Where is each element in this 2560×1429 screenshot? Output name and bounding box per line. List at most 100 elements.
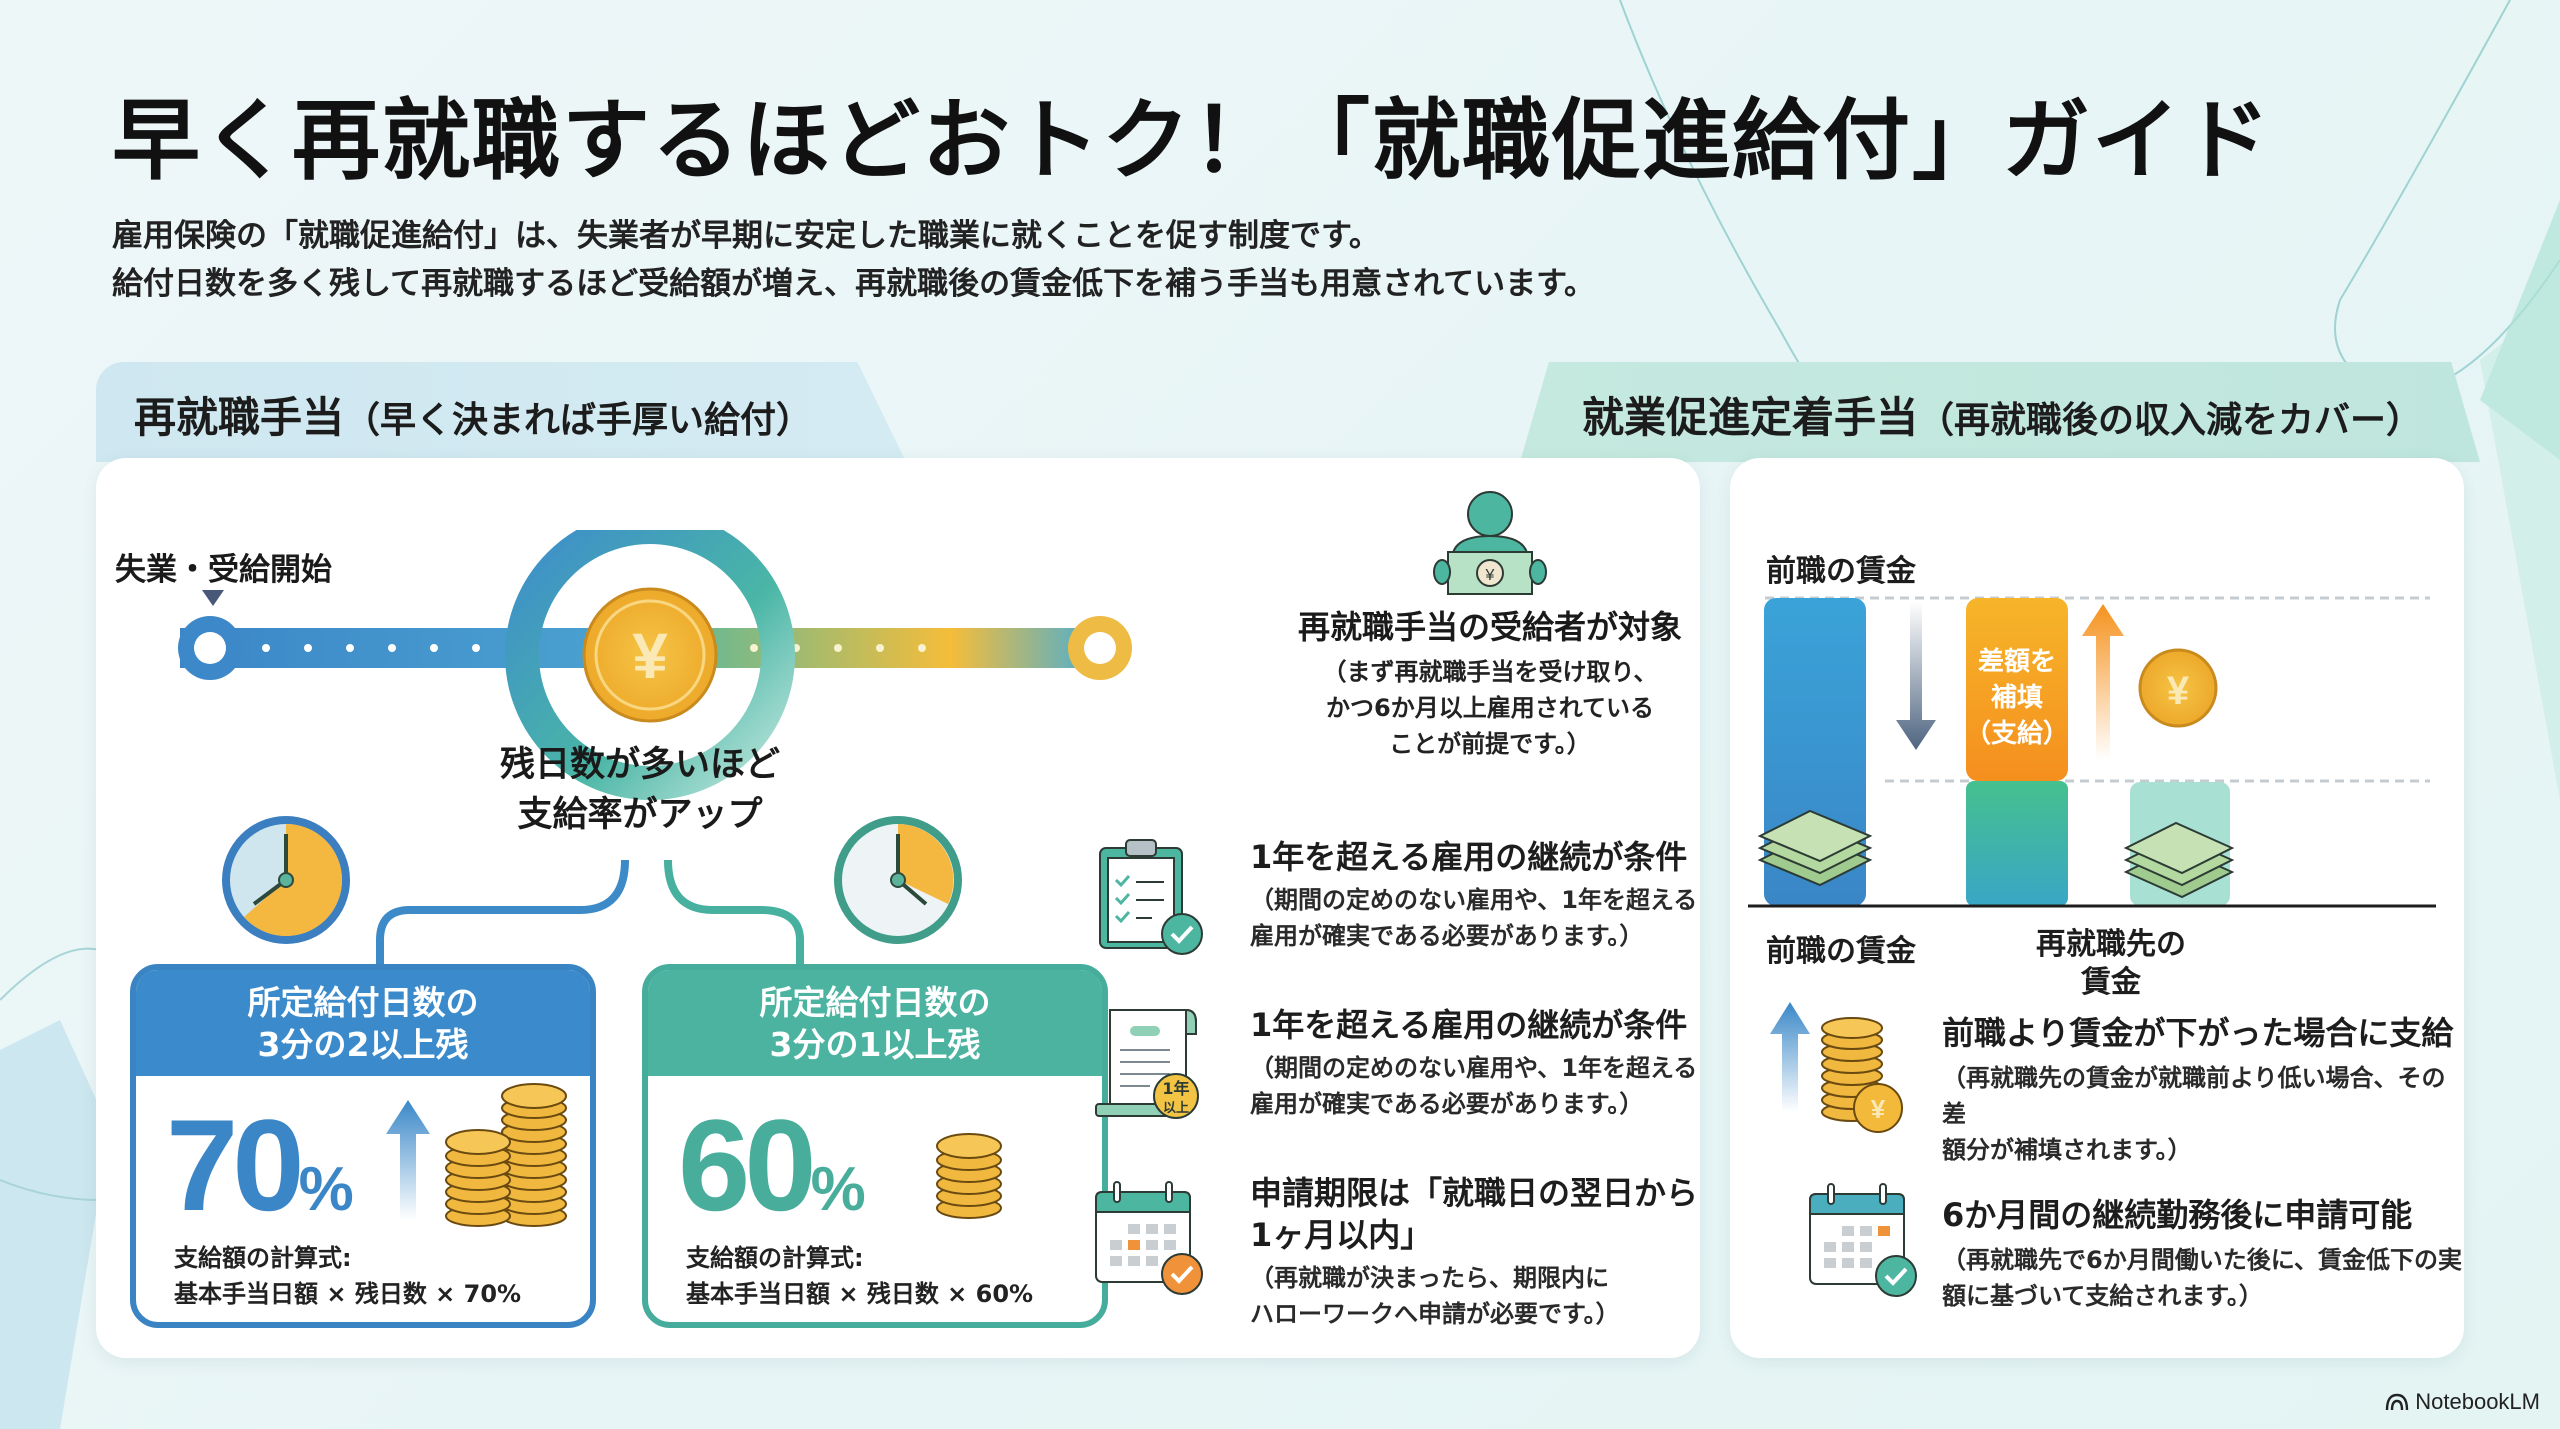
- desc-line-2: 額に基づいて支給されます。）: [1942, 1282, 2263, 1310]
- target-desc: （まず再就職手当を受け取り、 かつ6か月以上雇用されている ことが前提です。）: [1280, 654, 1700, 762]
- left-section-heading: 再就職手当（早く決まれば手厚い給付）: [134, 384, 812, 445]
- target-desc-line-2: かつ6か月以上雇用されている: [1326, 694, 1654, 722]
- target-desc-line-1: （まず再就職手当を受け取り、: [1322, 658, 1658, 686]
- condition-desc-line-2: 雇用が確実である必要があります。）: [1250, 922, 1644, 950]
- settlement-condition-desc: （再就職先の賃金が就職前より低い場合、その差 額分が補填されます。）: [1942, 1060, 2462, 1168]
- formula-text: 支給額の計算式: 基本手当日額 × 残日数 × 60%: [686, 1240, 1033, 1312]
- svg-text:差額を: 差額を: [1978, 646, 2056, 677]
- formula-value: 基本手当日額 × 残日数 × 60%: [686, 1280, 1034, 1308]
- settlement-condition-title: 前職より賃金が下がった場合に支給: [1942, 1014, 2454, 1052]
- svg-text:以上: 以上: [1163, 1101, 1189, 1116]
- intro-line-2: 給付日数を多く残して再就職するほど受給額が増え、再就職後の賃金低下を補う手当も用…: [112, 266, 1596, 302]
- card-head-line-2: 3分の2以上残: [257, 1025, 469, 1064]
- rate-card-60: 所定給付日数の 3分の1以上残 60% 支給額の計算式: 基本手当日額 × 残日…: [642, 964, 1108, 1328]
- rate-sign: %: [298, 1155, 354, 1224]
- bar-label-previous-wage: 前職の賃金: [1766, 934, 1916, 969]
- condition-title: 1年を超える雇用の継続が条件: [1250, 1006, 1688, 1044]
- card-head-line-2: 3分の1以上残: [769, 1025, 981, 1064]
- chart-top-label: 前職の賃金: [1766, 554, 1916, 589]
- formula-label: 支給額の計算式:: [686, 1244, 864, 1272]
- clock-icon: [222, 816, 350, 944]
- formula-value: 基本手当日額 × 残日数 × 70%: [174, 1280, 522, 1308]
- condition-desc-line-2: ハローワークへ申請が必要です。）: [1250, 1300, 1620, 1328]
- coins-up-arrow-icon: ¥: [1770, 1002, 1903, 1133]
- condition-desc-line-1: （期間の定めのない雇用や、1年を超える: [1250, 886, 1698, 914]
- settlement-condition-desc: （再就職先で6か月間働いた後に、賃金低下の実 額に基づいて支給されます。）: [1942, 1242, 2462, 1314]
- rate-card-header: 所定給付日数の 3分の2以上残: [136, 970, 590, 1076]
- bar-label-line-1: 再就職先の: [2036, 927, 2186, 962]
- notebooklm-logo-icon: [2386, 1393, 2409, 1411]
- left-section-title: 再就職手当: [134, 393, 345, 442]
- svg-text:補填: 補填: [1990, 683, 2043, 713]
- card-head-line-1: 所定給付日数の: [247, 983, 479, 1022]
- svg-text:¥: ¥: [1485, 567, 1495, 584]
- condition-desc-line-1: （再就職が決まったら、期限内に: [1250, 1264, 1610, 1292]
- svg-text:（支給）: （支給）: [1965, 718, 2069, 749]
- condition-desc: （期間の定めのない雇用や、1年を超える 雇用が確実である必要があります。）: [1250, 1050, 1770, 1122]
- svg-text:¥: ¥: [632, 620, 668, 692]
- up-arrow-icon: [386, 1100, 430, 1220]
- right-section-subtitle: （再就職後の収入減をカバー）: [1918, 400, 2423, 441]
- start-marker-icon: [202, 590, 224, 606]
- branch-connectors: [376, 859, 804, 970]
- rate-value: 70%: [166, 1090, 354, 1240]
- right-section-tab: [1520, 362, 2480, 462]
- brand-name: NotebookLM: [2415, 1389, 2540, 1414]
- settlement-condition-text: 6か月間の継続勤務後に申請可能 （再就職先で6か月間働いた後に、賃金低下の実 額…: [1942, 1190, 2462, 1314]
- formula-label: 支給額の計算式:: [174, 1244, 352, 1272]
- svg-text:¥: ¥: [2167, 669, 2190, 713]
- coin-stack-icon: [445, 1083, 567, 1227]
- timeline-graphic: ¥: [178, 530, 1132, 800]
- rate-card-70: 所定給付日数の 3分の2以上残 70% 支給額の計算式: 基本手当日額 × 残日…: [130, 964, 596, 1328]
- condition-desc-line-2: 雇用が確実である必要があります。）: [1250, 1090, 1644, 1118]
- rate-number: 70: [166, 1092, 305, 1238]
- condition-title: 1年を超える雇用の継続が条件: [1250, 838, 1688, 876]
- wage-comparison-chart: ¥ 差額を 補填 （支給）: [1748, 596, 2436, 908]
- right-section-title: 就業促進定着手当: [1582, 393, 1919, 442]
- desc-line-1: （再就職先で6か月間働いた後に、賃金低下の実: [1942, 1246, 2462, 1274]
- condition-desc: （再就職が決まったら、期限内に ハローワークへ申請が必要です。）: [1250, 1260, 1770, 1332]
- card-head-line-1: 所定給付日数の: [759, 983, 991, 1022]
- document-1year-icon: 1年 以上: [1095, 1008, 1199, 1119]
- target-title: 再就職手当の受給者が対象: [1297, 608, 1682, 646]
- rate-card-header: 所定給付日数の 3分の1以上残: [648, 970, 1102, 1076]
- condition-title: 申請期限は「就職日の翌日から 1ヶ月以内」: [1250, 1172, 1770, 1256]
- condition-text: 申請期限は「就職日の翌日から 1ヶ月以内」 （再就職が決まったら、期限内に ハロ…: [1250, 1172, 1770, 1332]
- desc-line-2: 額分が補填されます。）: [1942, 1136, 2192, 1164]
- page-title: 早く再就職するほどおトク！「就職促進給付」ガイド: [112, 89, 2273, 192]
- intro-line-1: 雇用保険の「就職促進給付」は、失業者が早期に安定した職業に就くことを促す制度です…: [112, 218, 1380, 254]
- rate-number: 60: [678, 1092, 817, 1238]
- calendar-check-icon: [1095, 1181, 1203, 1295]
- person-holding-money-icon: ¥: [1433, 491, 1547, 595]
- start-label: 失業・受給開始: [115, 552, 332, 588]
- svg-text:¥: ¥: [1871, 1094, 1886, 1124]
- rate-value: 60%: [678, 1090, 866, 1240]
- svg-text:1年: 1年: [1162, 1079, 1189, 1098]
- bar-label-new-wage: 再就職先の 賃金: [1996, 926, 2226, 1002]
- settlement-condition-title: 6か月間の継続勤務後に申請可能: [1942, 1196, 2413, 1234]
- settlement-condition-text: 前職より賃金が下がった場合に支給 （再就職先の賃金が就職前より低い場合、その差 …: [1942, 1008, 2462, 1168]
- formula-text: 支給額の計算式: 基本手当日額 × 残日数 × 70%: [174, 1240, 521, 1312]
- calendar-check-icon: [1809, 1183, 1917, 1297]
- target-recipient: ¥ 再就職手当の受給者が対象 （まず再就職手当を受け取り、 かつ6か月以上雇用さ…: [1280, 490, 1700, 762]
- condition-desc: （期間の定めのない雇用や、1年を超える 雇用が確実である必要があります。）: [1250, 882, 1770, 954]
- condition-text: 1年を超える雇用の継続が条件 （期間の定めのない雇用や、1年を超える 雇用が確実…: [1250, 1004, 1770, 1122]
- rate-sign: %: [810, 1155, 866, 1224]
- bar-label-line-2: 賃金: [2081, 965, 2141, 1000]
- condition-title-line-2: 1ヶ月以内」: [1250, 1216, 1433, 1254]
- clipboard-check-icon: [1099, 839, 1203, 955]
- notebooklm-brand: NotebookLM: [2385, 1389, 2540, 1415]
- caption-line-2: 支給率がアップ: [517, 795, 763, 835]
- target-desc-line-3: ことが前提です。）: [1389, 730, 1591, 758]
- condition-text: 1年を超える雇用の継続が条件 （期間の定めのない雇用や、1年を超える 雇用が確実…: [1250, 836, 1770, 954]
- caption-line-1: 残日数が多いほど: [499, 745, 780, 785]
- intro-text: 雇用保険の「就職促進給付」は、失業者が早期に安定した職業に就くことを促す制度です…: [112, 212, 1595, 308]
- left-section-subtitle: （早く決まれば手厚い給付）: [344, 400, 813, 441]
- right-section-heading: 就業促進定着手当（再就職後の収入減をカバー）: [1582, 384, 2422, 445]
- clock-icon: [834, 816, 962, 944]
- left-section-tab: [96, 362, 906, 462]
- coin-stack-icon: [936, 1133, 1002, 1219]
- timeline-caption: 残日数が多いほど 支給率がアップ: [470, 740, 810, 840]
- condition-title-line-1: 申請期限は「就職日の翌日から: [1250, 1174, 1699, 1212]
- condition-desc-line-1: （期間の定めのない雇用や、1年を超える: [1250, 1054, 1698, 1082]
